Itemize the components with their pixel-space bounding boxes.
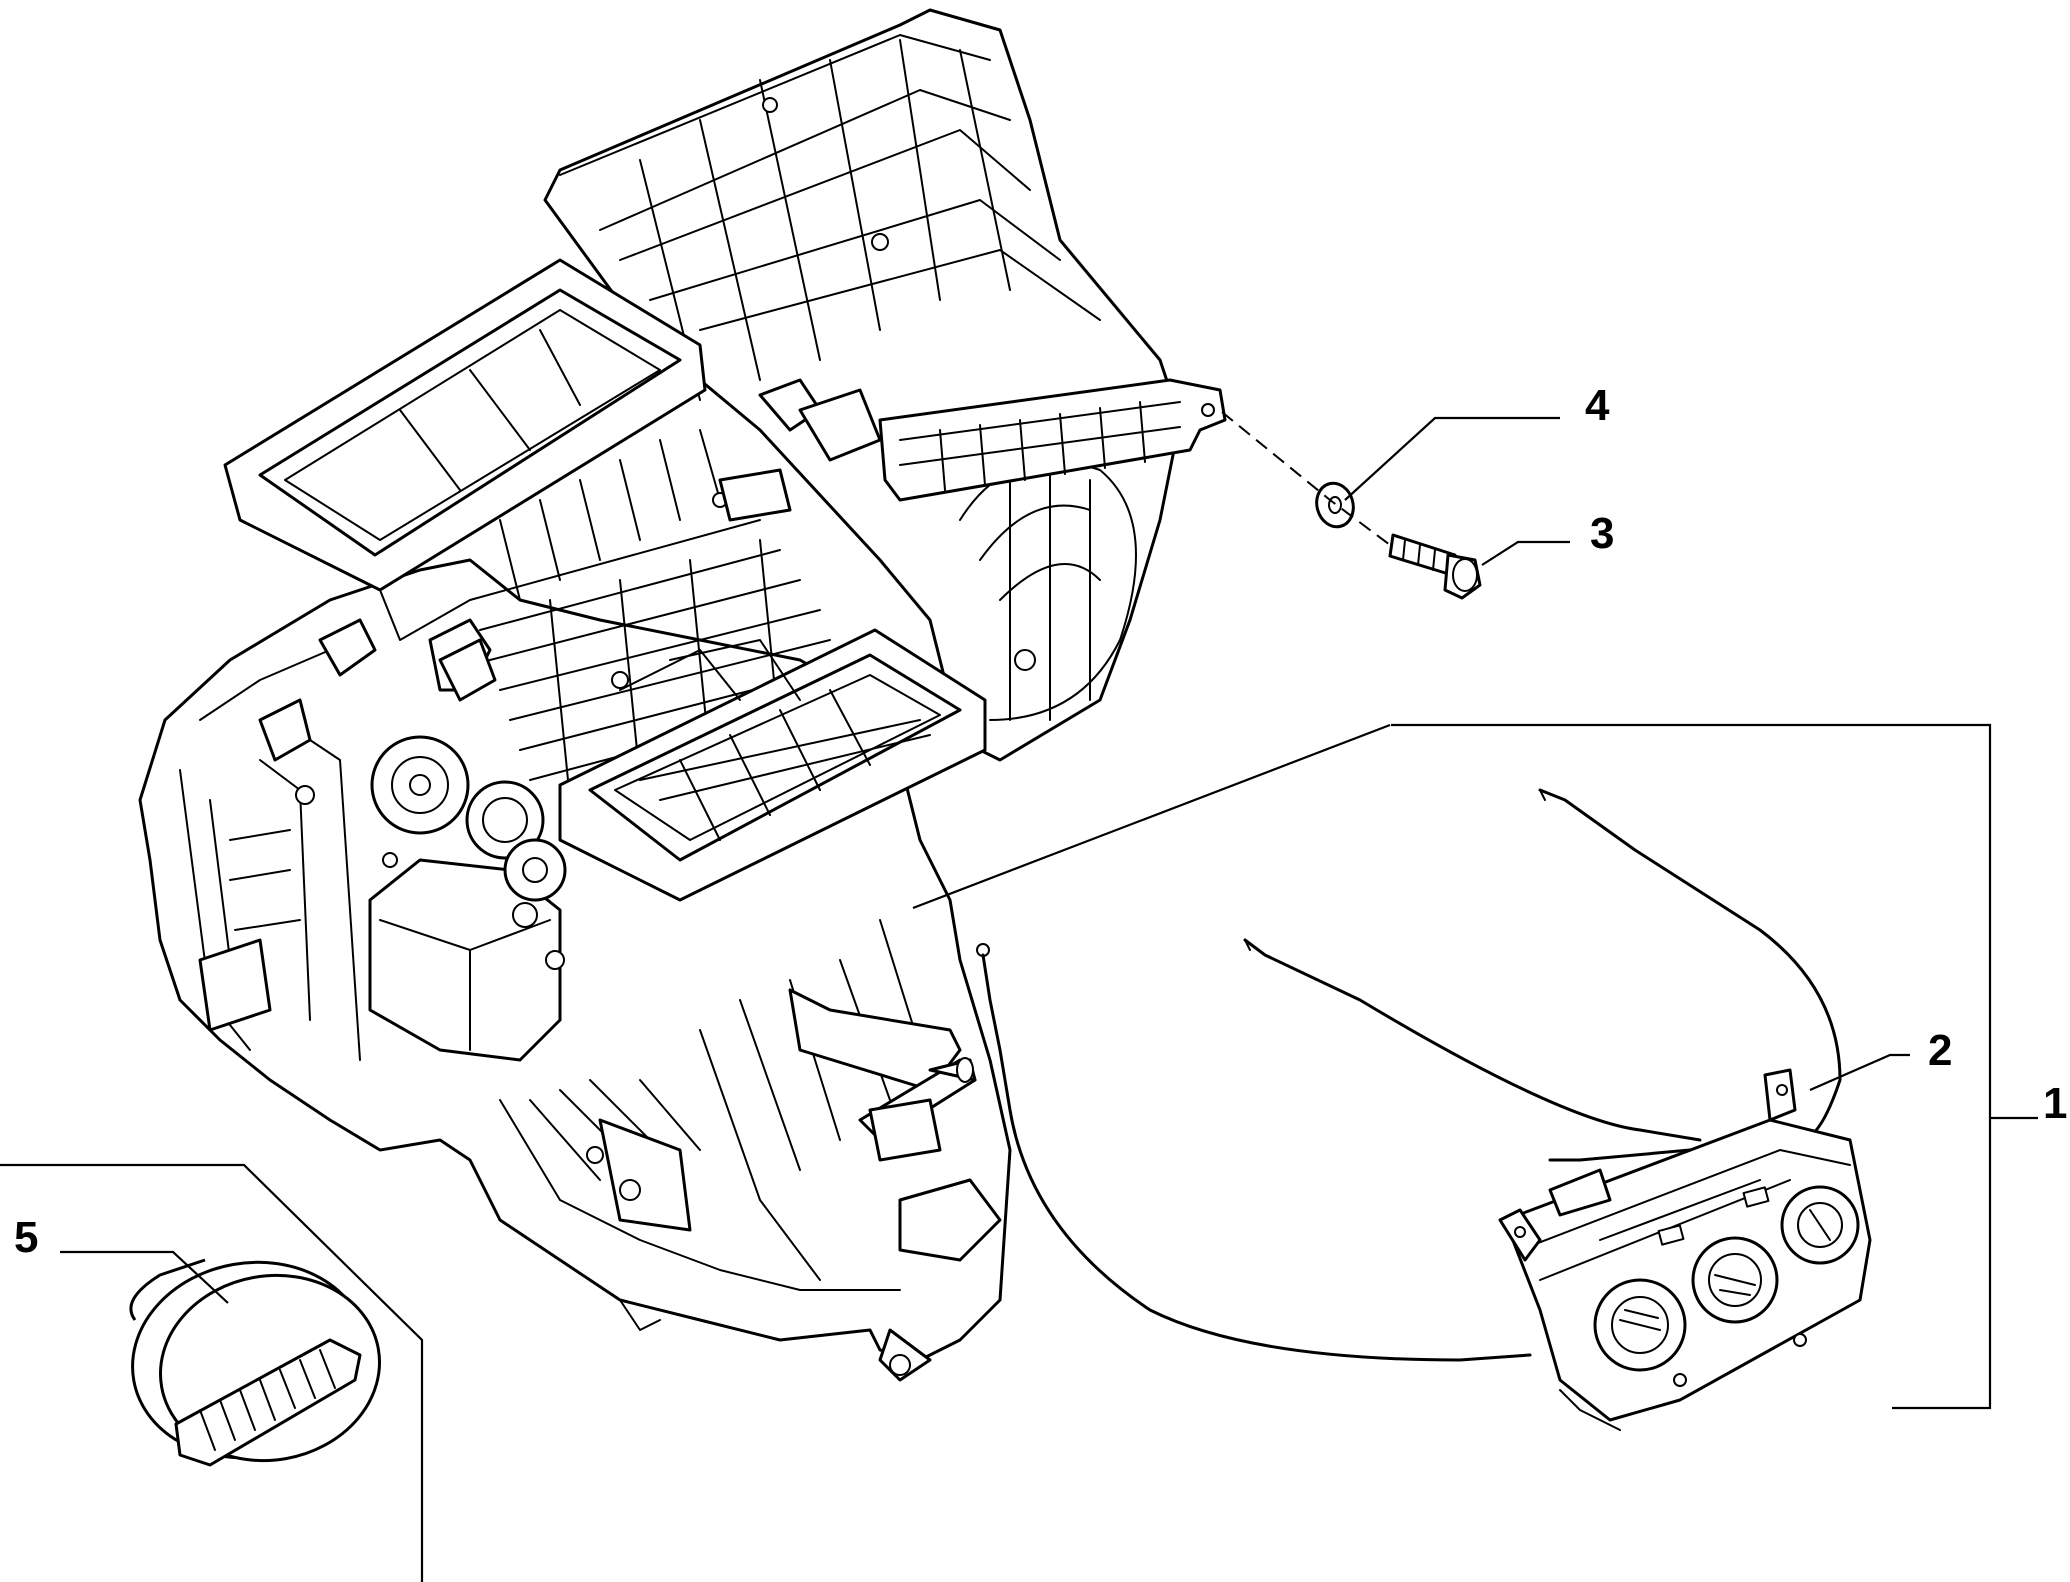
callout-5: 5 bbox=[14, 1213, 38, 1262]
callout-4: 4 bbox=[1585, 381, 1610, 430]
callout-2: 2 bbox=[1928, 1026, 1952, 1075]
bolt-icon bbox=[1388, 533, 1482, 600]
climate-control-panel-icon bbox=[1498, 1068, 1872, 1431]
washer-icon bbox=[1315, 481, 1355, 529]
control-knob-icon bbox=[129, 1258, 382, 1467]
hvac-housing-icon bbox=[138, 8, 1227, 1382]
callout-3: 3 bbox=[1590, 509, 1614, 558]
leader-lines bbox=[0, 416, 2038, 1582]
assembly-axis bbox=[1221, 411, 1391, 546]
callout-1: 1 bbox=[2043, 1079, 2067, 1128]
